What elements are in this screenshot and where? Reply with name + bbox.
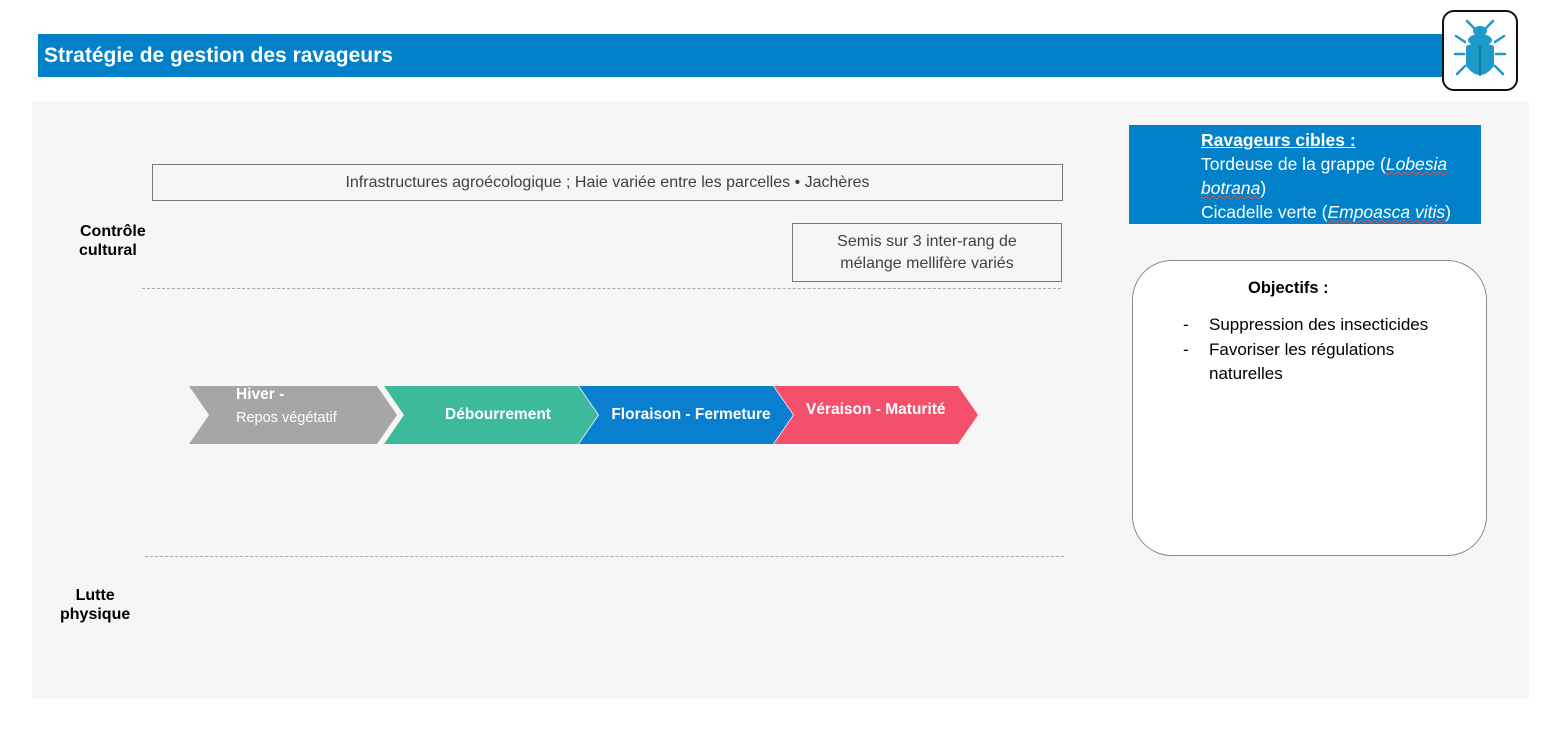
phase-winter: Hiver - Repos végétatif (189, 386, 397, 444)
phase-veraison: Véraison - Maturité (774, 386, 978, 444)
page-title: Stratégie de gestion des ravageurs (38, 34, 1442, 77)
separator-line (145, 556, 1064, 557)
objectives-box: Objectifs : Suppression des insecticides… (1132, 260, 1487, 556)
target-pests-heading: Ravageurs cibles : (1201, 130, 1356, 150)
phase-chevron: Hiver - Repos végétatif (189, 386, 397, 444)
sowing-measure-box: Semis sur 3 inter-rang de mélange mellif… (792, 223, 1062, 282)
phase-chevron: Floraison - Fermeture (579, 386, 793, 444)
pest-leafhopper: Cicadelle verte (Empoasca vitis) (1201, 202, 1451, 222)
objectives-list: Suppression des insecticides Favoriser l… (1183, 313, 1443, 387)
objectives-title: Objectifs : (1248, 279, 1329, 297)
pest-grape-moth-cont: botrana) (1201, 178, 1267, 198)
separator-line (142, 288, 1061, 289)
infrastructure-measure-box: Infrastructures agroécologique ; Haie va… (152, 164, 1063, 201)
row-label-physical-control: Lutte physique (60, 587, 131, 623)
phase-budbreak: Débourrement (384, 386, 598, 444)
phase-chevron: Véraison - Maturité (774, 386, 978, 444)
objective-item: Suppression des insecticides (1183, 313, 1443, 338)
target-pests-box: Ravageurs cibles : Tordeuse de la grappe… (1129, 125, 1481, 224)
pest-grape-moth: Tordeuse de la grappe (Lobesia (1201, 154, 1448, 174)
objective-item: Favoriser les régulations naturelles (1183, 338, 1443, 387)
row-label-cultural-control: Contrôle cultural (78, 223, 146, 259)
phase-chevron: Débourrement (384, 386, 598, 444)
phase-flowering: Floraison - Fermeture (579, 386, 793, 444)
beetle-icon-frame (1442, 10, 1518, 91)
beetle-icon (1453, 19, 1507, 76)
